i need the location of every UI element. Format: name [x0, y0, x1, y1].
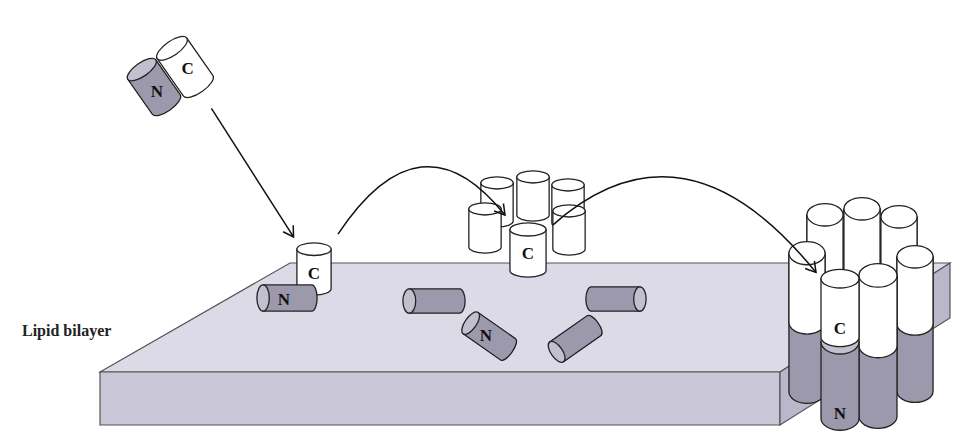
helix-cylinder: C: [509, 222, 547, 278]
terminus-letter: C: [522, 244, 534, 261]
helix-lying: [403, 289, 465, 313]
terminus-letter: N: [278, 291, 290, 308]
terminus-letter: C: [834, 320, 846, 337]
step-arrow: [211, 108, 293, 237]
terminus-letter: N: [480, 327, 492, 344]
helix-transmembrane: [859, 264, 897, 429]
step-arrow: [338, 167, 505, 235]
helix-cylinder: N: [256, 284, 318, 312]
terminus-letter: C: [181, 61, 193, 78]
helix-upright: [469, 203, 501, 253]
helix-lying: [545, 313, 605, 365]
terminus-letter: N: [151, 82, 163, 99]
oligomer-helices: [403, 171, 646, 365]
helix-upright: [517, 171, 549, 221]
helix-cylinder: C: [820, 268, 860, 348]
helix-transmembrane: [789, 242, 825, 404]
pore-helices: [789, 198, 933, 429]
step-arrow: [553, 177, 816, 273]
terminus-letter: N: [834, 405, 846, 422]
bilayer-front: [100, 372, 780, 425]
helix-transmembrane: [897, 246, 933, 403]
helix-lying: [586, 287, 646, 311]
helix-upright: [553, 205, 585, 255]
terminus-letter: C: [308, 265, 320, 282]
membrane-label: Lipid bilayer: [22, 322, 111, 340]
